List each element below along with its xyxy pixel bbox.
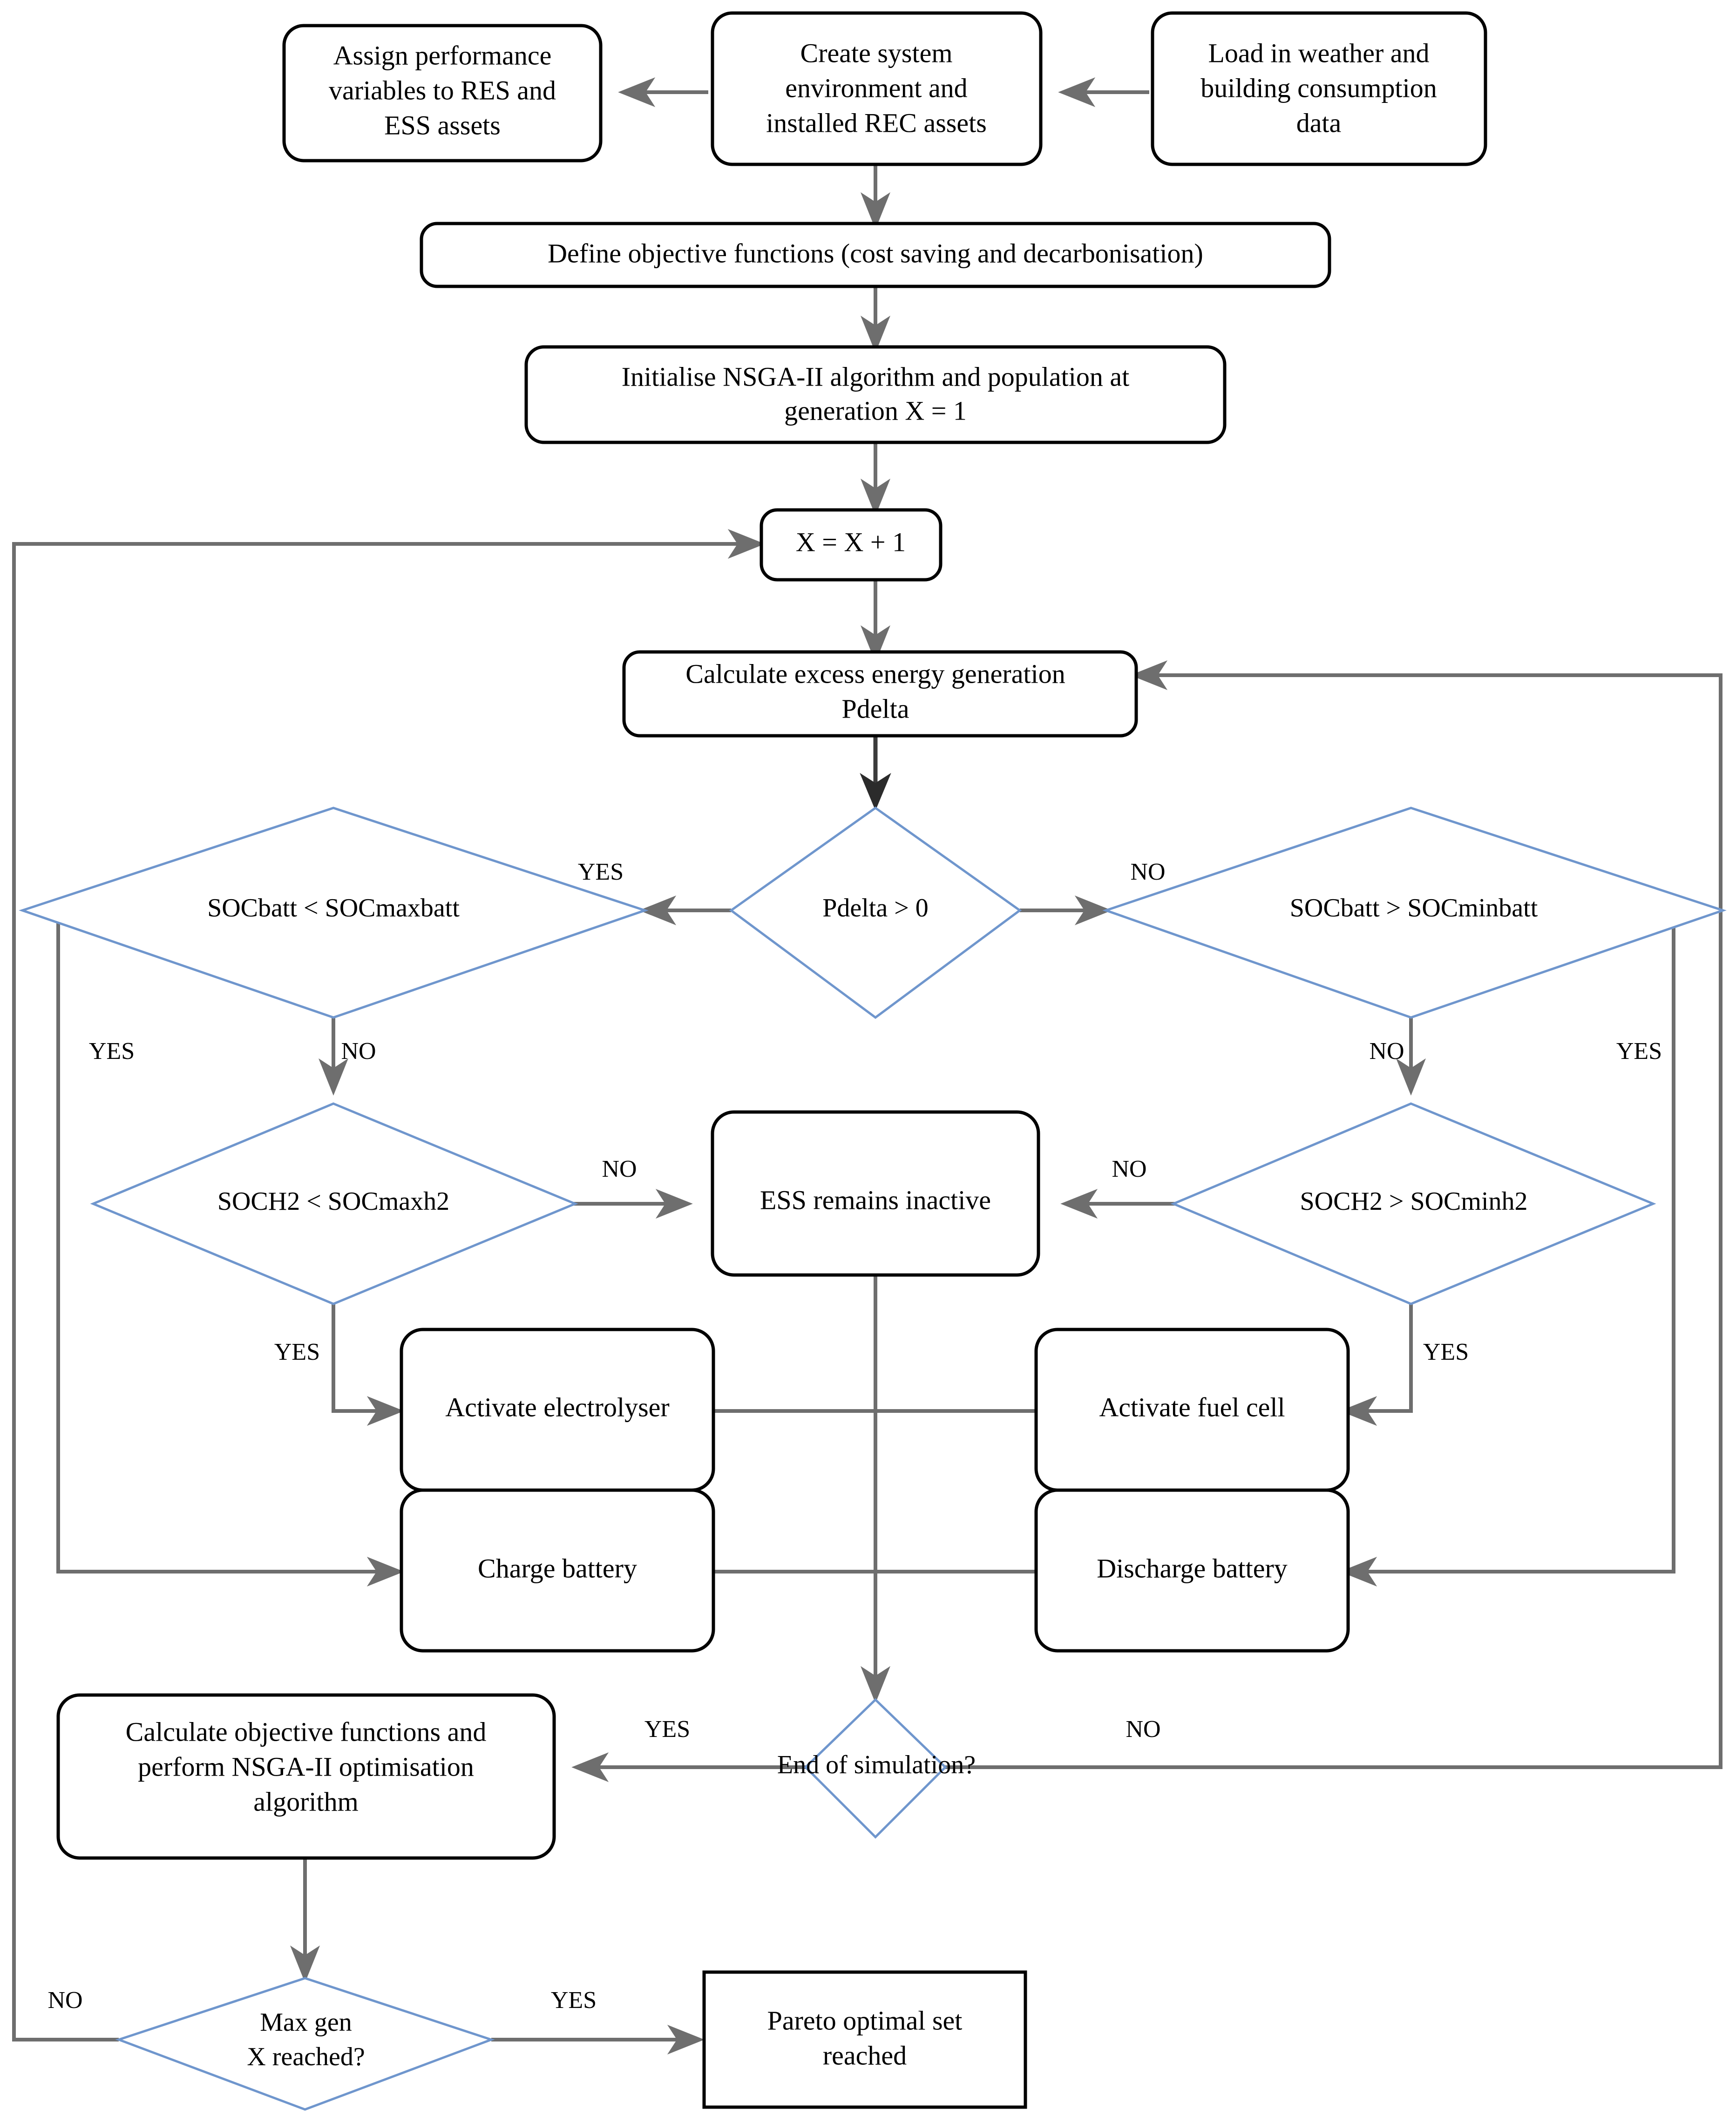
load-weather-shape: [1151, 11, 1487, 166]
define-objectives-line-1: Define objective functions (cost saving …: [548, 238, 1203, 268]
activate-electrolyser-label: Activate electrolyser: [445, 1392, 669, 1422]
socbatt-lt-max-shape: [19, 807, 649, 1019]
soch2-lt-max-shape: [90, 1102, 578, 1305]
define-objectives-shape: [420, 222, 1331, 288]
load-weather-line-1: Load in weather and: [1208, 38, 1429, 68]
increment-x-label: X = X + 1: [796, 527, 906, 557]
label-soch2min-yes: YES: [1423, 1339, 1469, 1365]
calc-objectives-line-3: algorithm: [253, 1786, 359, 1817]
calc-excess-line-1: Calculate excess energy generation: [685, 658, 1065, 689]
connector-layer: [12, 77, 1722, 2055]
charge-battery-label: Charge battery: [478, 1553, 637, 1583]
pdelta-gt-zero-shape: [729, 806, 1022, 1019]
edge-socbattmax-yes: [56, 910, 404, 1587]
node-load-weather[interactable]: Load in weather and building consumption…: [1151, 11, 1487, 166]
calc-objectives-line-1: Calculate objective functions and: [126, 1716, 487, 1747]
edge-soch2min-yes: [1340, 1304, 1413, 1426]
label-pdelta-yes: YES: [578, 859, 624, 885]
edge-endsim-no-loop: [945, 660, 1722, 1769]
node-calc-excess[interactable]: Calculate excess energy generation Pdelt…: [622, 650, 1138, 738]
node-increment-x[interactable]: X = X + 1: [760, 508, 943, 582]
initialise-nsga-shape: [524, 345, 1227, 444]
increment-x-shape: [760, 508, 943, 582]
assign-performance-line-1: Assign performance: [333, 40, 552, 70]
node-assign-performance[interactable]: Assign performance variables to RES and …: [282, 24, 603, 163]
create-system-line-3: installed REC assets: [766, 108, 987, 138]
create-system-shape: [711, 11, 1043, 166]
pareto-set-shape: [702, 1970, 1027, 2109]
label-soch2max-yes: YES: [274, 1339, 320, 1365]
discharge-battery-label: Discharge battery: [1097, 1553, 1288, 1583]
label-socbattmax-no: NO: [341, 1038, 376, 1065]
soch2-lt-max-label: SOCH2 < SOCmaxh2: [217, 1187, 449, 1216]
label-pdelta-no: NO: [1130, 859, 1165, 885]
node-create-system[interactable]: Create system environment and installed …: [711, 11, 1043, 166]
ess-inactive-label: ESS remains inactive: [760, 1185, 991, 1215]
pdelta-gt-zero-label: Pdelta > 0: [822, 894, 929, 922]
node-socbatt-gt-min[interactable]: SOCbatt > SOCminbatt: [1102, 807, 1727, 1019]
edge-soch2max-yes: [332, 1304, 404, 1426]
node-calc-objectives[interactable]: Calculate objective functions and perfor…: [56, 1693, 556, 1860]
pareto-set-line-1: Pareto optimal set: [767, 2005, 963, 2035]
edge-maxgen-no-loop: [12, 529, 765, 2041]
initialise-nsga-line-1: Initialise NSGA-II algorithm and populat…: [622, 361, 1130, 392]
label-soch2max-no: NO: [602, 1156, 637, 1182]
create-system-line-1: Create system: [800, 38, 953, 68]
node-initialise-nsga[interactable]: Initialise NSGA-II algorithm and populat…: [524, 345, 1227, 444]
label-socbattmax-yes: YES: [89, 1038, 135, 1065]
node-activate-fuel-cell[interactable]: Activate fuel cell: [1034, 1328, 1350, 1492]
load-weather-line-2: building consumption: [1200, 73, 1437, 103]
node-activate-electrolyser[interactable]: Activate electrolyser: [400, 1328, 715, 1492]
load-weather-line-3: data: [1296, 108, 1342, 138]
soch2-gt-min-label: SOCH2 > SOCminh2: [1300, 1187, 1527, 1216]
max-gen-reached-line-1: Max gen: [260, 2008, 352, 2037]
end-of-simulation-label: End of simulation?: [777, 1750, 976, 1779]
node-discharge-battery[interactable]: Discharge battery: [1034, 1488, 1350, 1653]
assign-performance-shape: [282, 24, 603, 163]
label-maxgen-no: NO: [47, 1987, 82, 2014]
calc-objectives-line-2: perform NSGA-II optimisation: [138, 1751, 474, 1782]
socbatt-gt-min-label: SOCbatt > SOCminbatt: [1290, 894, 1538, 922]
label-socbattmin-yes: YES: [1616, 1038, 1662, 1065]
ess-inactive-shape: [711, 1110, 1040, 1277]
label-maxgen-yes: YES: [551, 1987, 597, 2014]
charge-battery-shape: [400, 1488, 715, 1653]
label-endsim-no: NO: [1126, 1716, 1160, 1743]
assign-performance-line-2: variables to RES and: [329, 75, 556, 105]
discharge-battery-shape: [1034, 1488, 1350, 1653]
label-socbattmin-no: NO: [1369, 1038, 1404, 1065]
node-max-gen-reached[interactable]: Max gen X reached?: [115, 1977, 495, 2111]
node-pdelta-gt-zero[interactable]: Pdelta > 0: [729, 806, 1022, 1019]
edge-label-layer: YES NO NO YES NO YES NO YES NO YES YES N…: [47, 859, 1662, 2014]
node-define-objectives[interactable]: Define objective functions (cost saving …: [420, 222, 1331, 288]
node-socbatt-lt-max[interactable]: SOCbatt < SOCmaxbatt: [19, 807, 649, 1019]
node-soch2-lt-max[interactable]: SOCH2 < SOCmaxh2: [90, 1102, 578, 1305]
max-gen-reached-line-2: X reached?: [247, 2042, 365, 2071]
socbatt-lt-max-label: SOCbatt < SOCmaxbatt: [207, 894, 460, 922]
assign-performance-line-3: ESS assets: [384, 110, 501, 140]
calc-objectives-shape: [56, 1693, 556, 1860]
activate-fuel-cell-label: Activate fuel cell: [1099, 1392, 1285, 1422]
node-end-of-simulation[interactable]: End of simulation?: [777, 1698, 976, 1839]
max-gen-reached-shape: [115, 1977, 495, 2111]
label-endsim-yes: YES: [644, 1716, 690, 1743]
socbatt-gt-min-shape: [1102, 807, 1727, 1019]
calc-excess-line-2: Pdelta: [842, 693, 909, 724]
node-pareto-set[interactable]: Pareto optimal set reached: [702, 1970, 1027, 2109]
soch2-gt-min-shape: [1170, 1102, 1656, 1305]
node-soch2-gt-min[interactable]: SOCH2 > SOCminh2: [1170, 1102, 1656, 1305]
label-soch2min-no: NO: [1112, 1156, 1146, 1182]
pareto-set-line-2: reached: [823, 2040, 907, 2070]
create-system-line-2: environment and: [785, 73, 967, 103]
edge-socbattmin-yes: [1340, 910, 1675, 1587]
node-ess-inactive[interactable]: ESS remains inactive: [711, 1110, 1040, 1277]
node-charge-battery[interactable]: Charge battery: [400, 1488, 715, 1653]
end-of-simulation-shape: [804, 1698, 947, 1839]
initialise-nsga-line-2: generation X = 1: [784, 395, 967, 426]
calc-excess-shape: [622, 650, 1138, 738]
